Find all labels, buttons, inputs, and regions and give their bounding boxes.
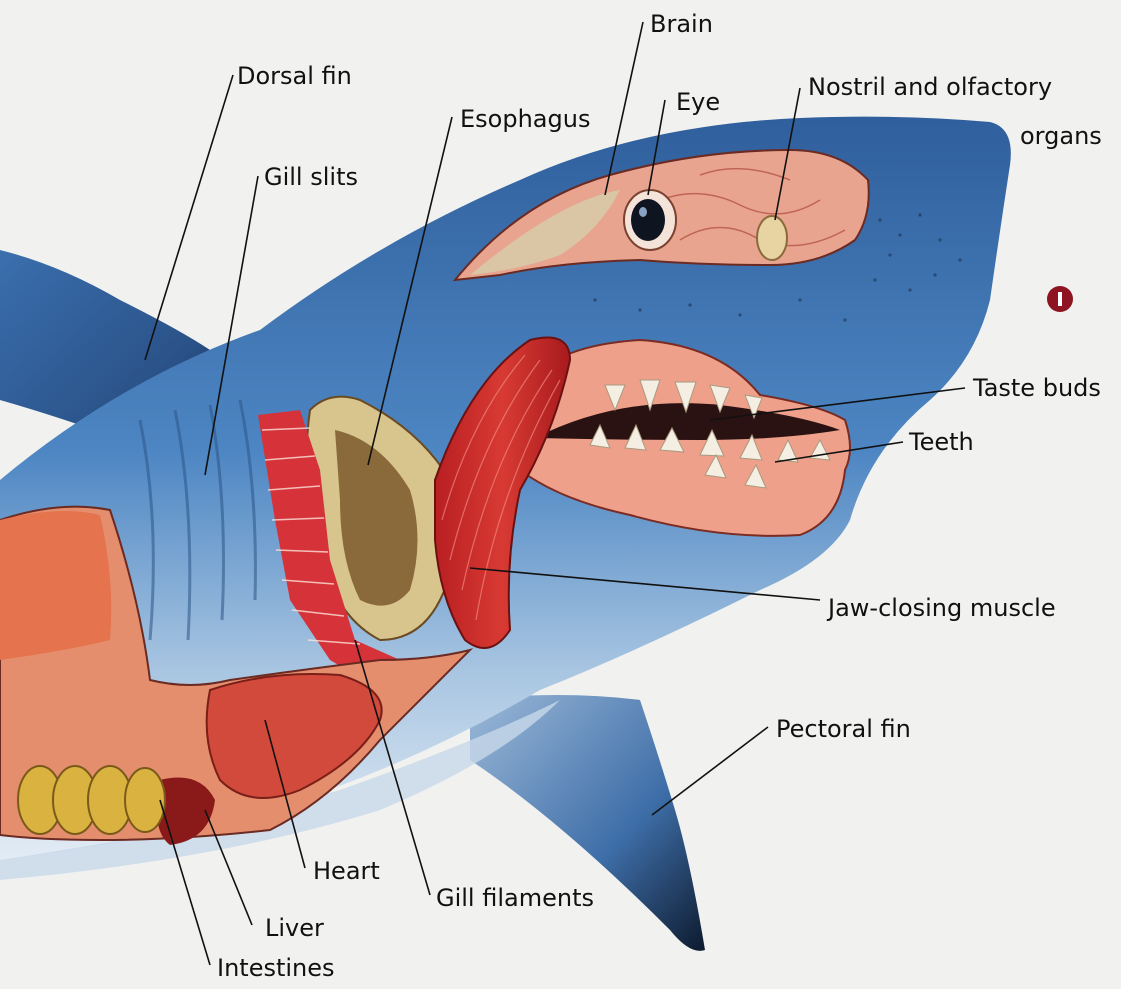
marker-bar — [1058, 292, 1062, 306]
label-nostril-line2: organs — [1020, 122, 1102, 150]
label-nostril-line1: Nostril and olfactory — [808, 73, 1052, 101]
label-eye: Eye — [676, 88, 720, 116]
label-gill-filaments: Gill filaments — [436, 884, 594, 912]
label-heart: Heart — [313, 857, 380, 885]
label-dorsal-fin: Dorsal fin — [237, 62, 352, 90]
leader-dorsal-fin — [145, 75, 233, 360]
nostril — [757, 216, 787, 260]
intestines-spiral — [18, 766, 165, 834]
label-brain: Brain — [650, 10, 713, 38]
label-taste-buds: Taste buds — [973, 374, 1101, 402]
label-pectoral-fin: Pectoral fin — [776, 715, 911, 743]
label-intestines: Intestines — [217, 954, 335, 982]
label-liver: Liver — [265, 914, 324, 942]
red-circle-marker-icon — [1047, 286, 1073, 312]
label-esophagus: Esophagus — [460, 105, 590, 133]
eye-pupil — [631, 199, 665, 241]
leader-pectoral-fin — [652, 727, 768, 815]
label-teeth: Teeth — [909, 428, 974, 456]
eye-glint — [639, 207, 647, 217]
liver-lobe-upper — [0, 511, 111, 660]
label-gill-slits: Gill slits — [264, 163, 358, 191]
label-jaw-closing-muscle: Jaw-closing muscle — [828, 594, 1056, 622]
